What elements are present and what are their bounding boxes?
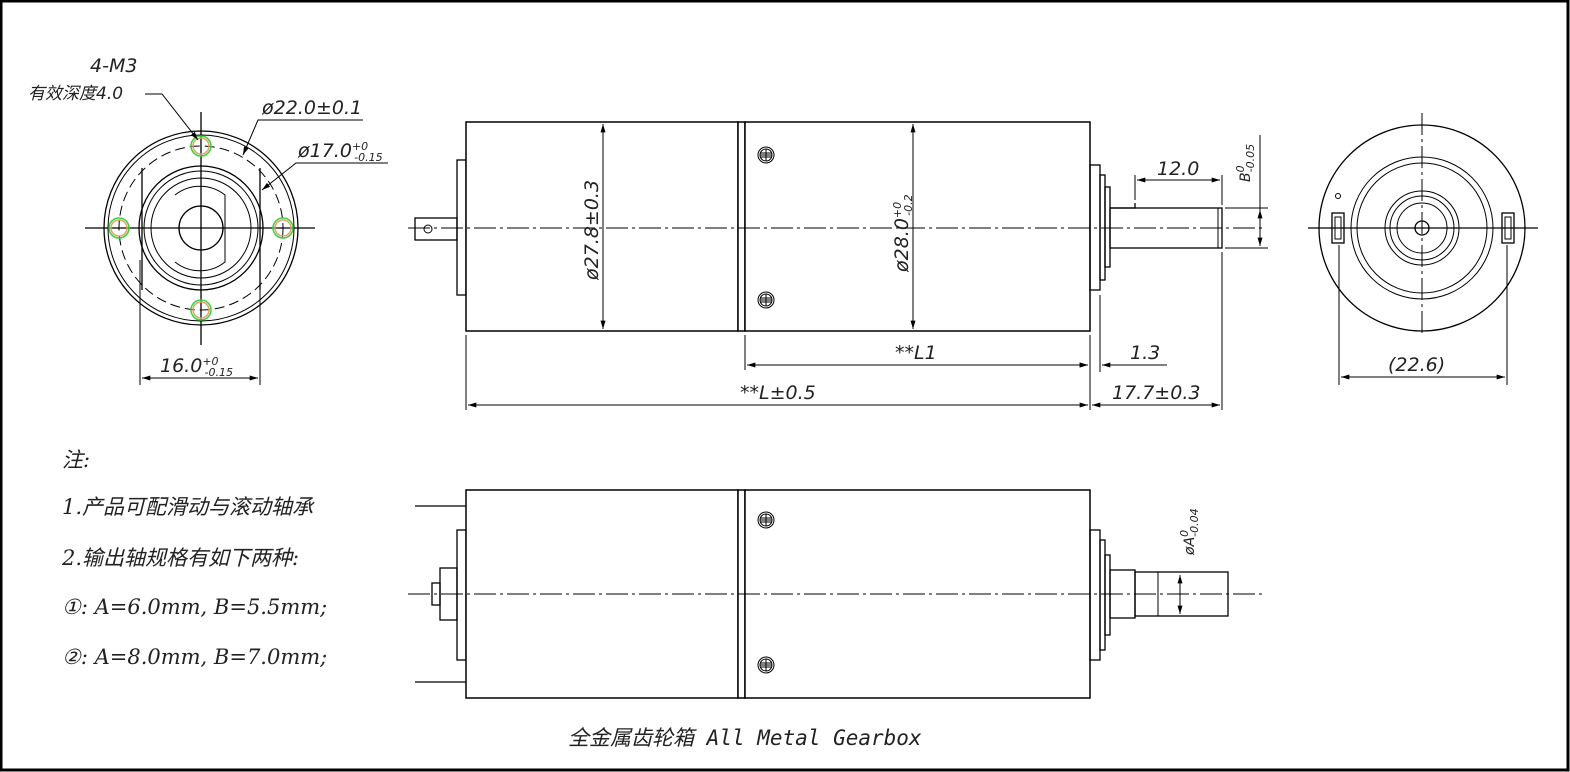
top-view: øA0-0.04: [408, 489, 1265, 699]
note-item: 2.输出轴规格有如下两种:: [61, 546, 299, 570]
shaft-length-label: 17.7±0.3: [1112, 382, 1200, 404]
depth-label: 有效深度4.0: [28, 84, 123, 104]
mounting-hole: [190, 299, 212, 321]
notes-heading: 注:: [62, 448, 90, 472]
screw-icon: [757, 146, 775, 164]
motor-diameter-label: ø27.8±0.3: [581, 180, 603, 281]
mounting-hole: [272, 217, 294, 239]
side-view: ø27.8±0.3 ø28.0+0-0.2 **L1 1.3 **L±0.5 1…: [408, 121, 1268, 410]
note-item: ①: A=6.0mm, B=5.5mm;: [62, 595, 327, 619]
flange-thickness-label: 1.3: [1130, 342, 1160, 364]
rear-view: (22.6): [1308, 113, 1538, 385]
screw-icon: [757, 291, 775, 309]
inner-diameter-label: ø17.0+0-0.15: [297, 140, 383, 164]
outer-diameter-label: ø22.0±0.1: [261, 97, 362, 119]
shaft-dim-label: øA0-0.04: [1178, 508, 1201, 556]
flat-length-label: 12.0: [1157, 158, 1199, 180]
front-view: 4-M3 有效深度4.0 ø22.0±0.1 ø17.0+0-0.15 16.0…: [28, 55, 388, 385]
total-length-label: **L±0.5: [740, 382, 816, 404]
drawing-title: 全金属齿轮箱 All Metal Gearbox: [568, 726, 922, 750]
mounting-hole: [190, 135, 212, 157]
l1-label: **L1: [895, 342, 937, 364]
note-item: ②: A=8.0mm, B=7.0mm;: [62, 645, 327, 669]
gearbox-diameter-label: ø28.0+0-0.2: [891, 194, 915, 273]
mounting-hole: [108, 217, 130, 239]
screw-icon: [757, 656, 775, 674]
thread-label: 4-M3: [90, 55, 137, 77]
note-item: 1.产品可配滑动与滚动轴承: [62, 495, 315, 519]
flat-width-label: 16.0+0-0.15: [160, 355, 233, 379]
flat-dim-label: B0-0.05: [1234, 144, 1257, 182]
screw-icon: [757, 511, 775, 529]
notes: 注: 1.产品可配滑动与滚动轴承 2.输出轴规格有如下两种: ①: A=6.0m…: [61, 448, 327, 669]
terminal-span-label: (22.6): [1388, 354, 1445, 376]
